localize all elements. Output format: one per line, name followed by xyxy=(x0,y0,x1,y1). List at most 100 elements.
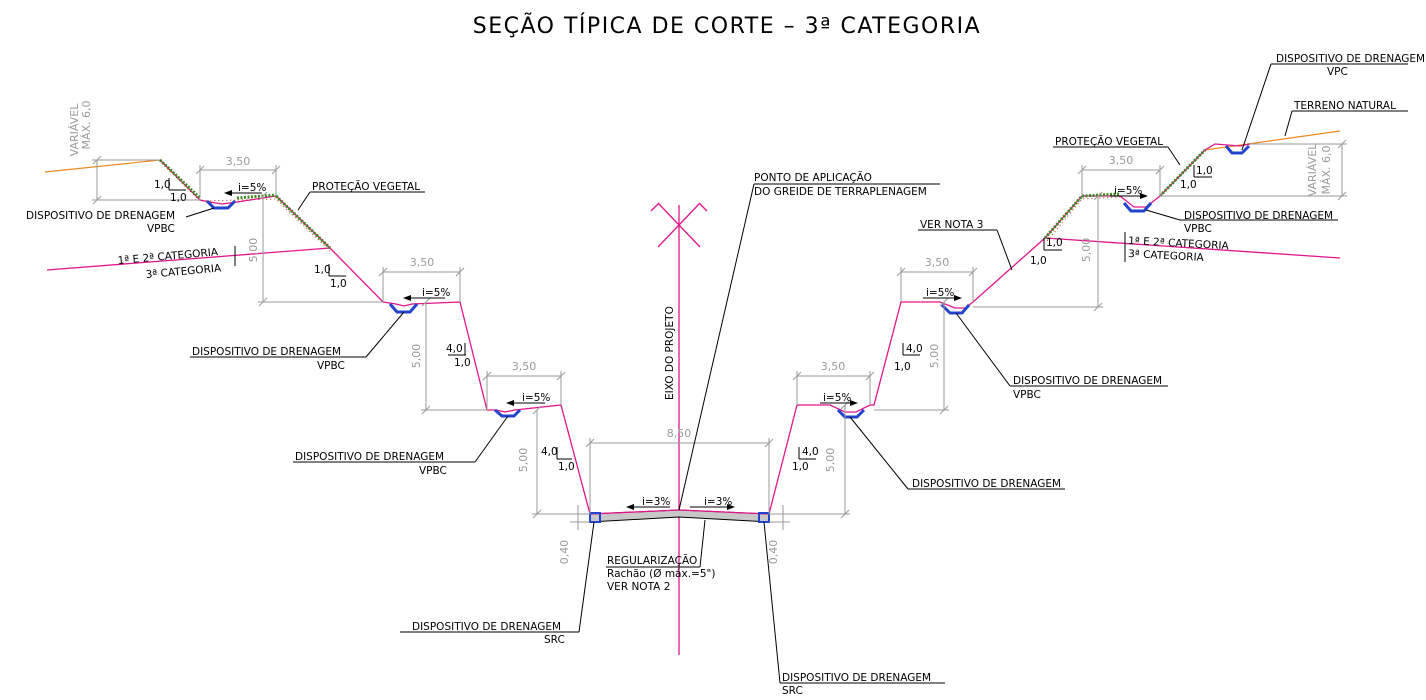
gutter-right-crest xyxy=(1224,144,1251,155)
svg-text:4,0: 4,0 xyxy=(446,343,463,355)
drainage-vpbc-left-mid: DISPOSITIVO DE DRENAGEM xyxy=(192,346,341,358)
svg-text:1,0: 1,0 xyxy=(792,461,809,473)
gutter-left-mid xyxy=(388,303,419,314)
dim-height-left-2: 5,00 xyxy=(410,344,423,369)
svg-text:1,0: 1,0 xyxy=(1046,237,1063,249)
category-12-right: 1ª E 2ª CATEGORIA xyxy=(1128,235,1230,252)
vegetation-right-2 xyxy=(1158,148,1207,198)
dim-height-right-1: 5,00 xyxy=(1080,238,1093,263)
vegetation-left-1 xyxy=(158,158,202,200)
svg-text:1,0: 1,0 xyxy=(558,461,575,473)
application-point-line1: PONTO DE APLICAÇÃO xyxy=(754,171,872,184)
natural-terrain-left xyxy=(44,159,161,173)
vegetation-right-dots xyxy=(1046,196,1121,242)
dim-thickness-right: 0,40 xyxy=(767,540,780,565)
leader-application-point xyxy=(678,183,755,511)
svg-text:1,0: 1,0 xyxy=(894,361,911,373)
svg-text:1,0: 1,0 xyxy=(314,264,331,276)
rachao-label: Rachão (Ø máx.=5") xyxy=(607,568,715,580)
leader-regularizacao xyxy=(699,519,706,568)
leader-terreno-natural xyxy=(1284,110,1293,137)
category-boundary-right xyxy=(1044,237,1341,259)
drainage-vpbc-right-top: DISPOSITIVO DE DRENAGEM xyxy=(1184,210,1333,222)
pavement-slope-right: i=3% xyxy=(704,496,732,508)
dim-berm-left-top: 3,50 xyxy=(226,155,251,168)
category-3-right: 3ª CATEGORIA xyxy=(1128,248,1205,264)
gutter-right-low xyxy=(836,408,866,419)
cut-profile-right xyxy=(768,143,1251,515)
protecao-vegetal-left: PROTEÇÃO VEGETAL xyxy=(312,180,420,193)
dim-berm-left-low: 3,50 xyxy=(512,360,537,373)
drainage-src-right-code: SRC xyxy=(782,685,803,697)
leader-protecao-right xyxy=(1167,146,1181,166)
svg-text:4,0: 4,0 xyxy=(541,446,558,458)
terreno-natural-label: TERRENO NATURAL xyxy=(1293,100,1396,112)
category-3-left: 3ª CATEGORIA xyxy=(145,262,222,281)
dim-pavement-width: 8,50 xyxy=(667,427,692,440)
variavel-right: VARIÁVEL xyxy=(1306,143,1319,197)
dim-height-left-3: 5,00 xyxy=(517,448,530,473)
drainage-vpbc-left-mid-code: VPBC xyxy=(317,360,345,372)
dim-berm-right-top: 3,50 xyxy=(1109,154,1134,167)
vegetation-left-3 xyxy=(274,194,332,250)
svg-text:1,0: 1,0 xyxy=(1180,179,1197,191)
dim-berm-right-mid: 3,50 xyxy=(925,256,950,269)
gutter-left-top xyxy=(205,199,237,210)
leader-vpbc-right-mid xyxy=(955,312,1011,387)
leader-vpbc-left-mid xyxy=(365,311,405,358)
svg-text:i=5%: i=5% xyxy=(823,392,851,404)
drainage-src-right: DISPOSITIVO DE DRENAGEM xyxy=(782,672,931,684)
regularizacao-label: REGULARIZAÇÃO xyxy=(607,554,697,567)
drainage-src-left: DISPOSITIVO DE DRENAGEM xyxy=(412,621,561,633)
gutter-right-top xyxy=(1122,202,1153,213)
drainage-vpbc-left-low: DISPOSITIVO DE DRENAGEM xyxy=(295,451,444,463)
svg-text:1,0: 1,0 xyxy=(1196,165,1213,177)
dim-height-left-1: 5,00 xyxy=(247,238,260,263)
ver-nota-2-label: VER NOTA 2 xyxy=(607,581,670,593)
variavel-left: VARIÁVEL xyxy=(68,103,81,157)
project-axis xyxy=(650,202,708,655)
svg-text:1,0: 1,0 xyxy=(330,278,347,290)
slope-ratios: 1,0 1,0 1,0 1,0 4,0 1,0 4,0 1,0 4,0 1,0 … xyxy=(154,165,1213,473)
gutter-right-mid xyxy=(940,303,971,315)
svg-text:1,0: 1,0 xyxy=(1030,255,1047,267)
application-point-line2: DO GREIDE DE TERRAPLENAGEM xyxy=(754,186,927,198)
ver-nota-3-label: VER NOTA 3 xyxy=(920,219,983,231)
dim-height-right-2: 5,00 xyxy=(928,344,941,369)
max6-right: MÁX. 6,0 xyxy=(1320,145,1333,194)
svg-text:i=5%: i=5% xyxy=(926,287,954,299)
leader-vpc xyxy=(1241,63,1272,151)
drainage-vpc: DISPOSITIVO DE DRENAGEM xyxy=(1276,53,1425,65)
max6-left: MÁX. 6,0 xyxy=(80,100,93,149)
category-boundary-left xyxy=(46,247,331,271)
leader-drainage-right-low xyxy=(849,416,909,490)
drainage-vpbc-left-top: DISPOSITIVO DE DRENAGEM xyxy=(26,210,175,222)
dim-berm-right-low: 3,50 xyxy=(821,360,846,373)
vegetation-right-1 xyxy=(1043,192,1121,239)
leader-ver-nota-3 xyxy=(996,229,1013,271)
leader-src-left xyxy=(578,521,595,633)
dim-height-right-3: 5,00 xyxy=(824,448,837,473)
drainage-vpbc-right-mid: DISPOSITIVO DE DRENAGEM xyxy=(1013,375,1162,387)
svg-text:i=5%: i=5% xyxy=(1114,185,1142,197)
drainage-vpbc-left-top-code: VPBC xyxy=(147,223,175,235)
svg-text:1,0: 1,0 xyxy=(154,179,171,191)
svg-text:i=5%: i=5% xyxy=(422,287,450,299)
dim-thickness-left: 0,40 xyxy=(558,540,571,565)
svg-text:1,0: 1,0 xyxy=(170,192,187,204)
svg-text:1,0: 1,0 xyxy=(454,357,471,369)
svg-text:4,0: 4,0 xyxy=(906,343,923,355)
cut-profile-left xyxy=(159,159,591,515)
svg-text:4,0: 4,0 xyxy=(802,446,819,458)
berm-slope-labels: i=5% i=5% i=5% i=5% i=5% i=5% xyxy=(224,182,1148,406)
leader-vpbc-left-top xyxy=(185,207,215,218)
svg-text:i=5%: i=5% xyxy=(522,392,550,404)
drainage-src-left-code: SRC xyxy=(544,634,565,646)
drainage-vpbc-right-top-code: VPBC xyxy=(1184,223,1212,235)
vegetation-left-2 xyxy=(236,193,277,200)
leader-protecao-left xyxy=(297,191,311,211)
drawing-title: SEÇÃO TÍPICA DE CORTE – 3ª CATEGORIA xyxy=(473,12,981,39)
drainage-vpc-code: VPC xyxy=(1327,66,1348,78)
